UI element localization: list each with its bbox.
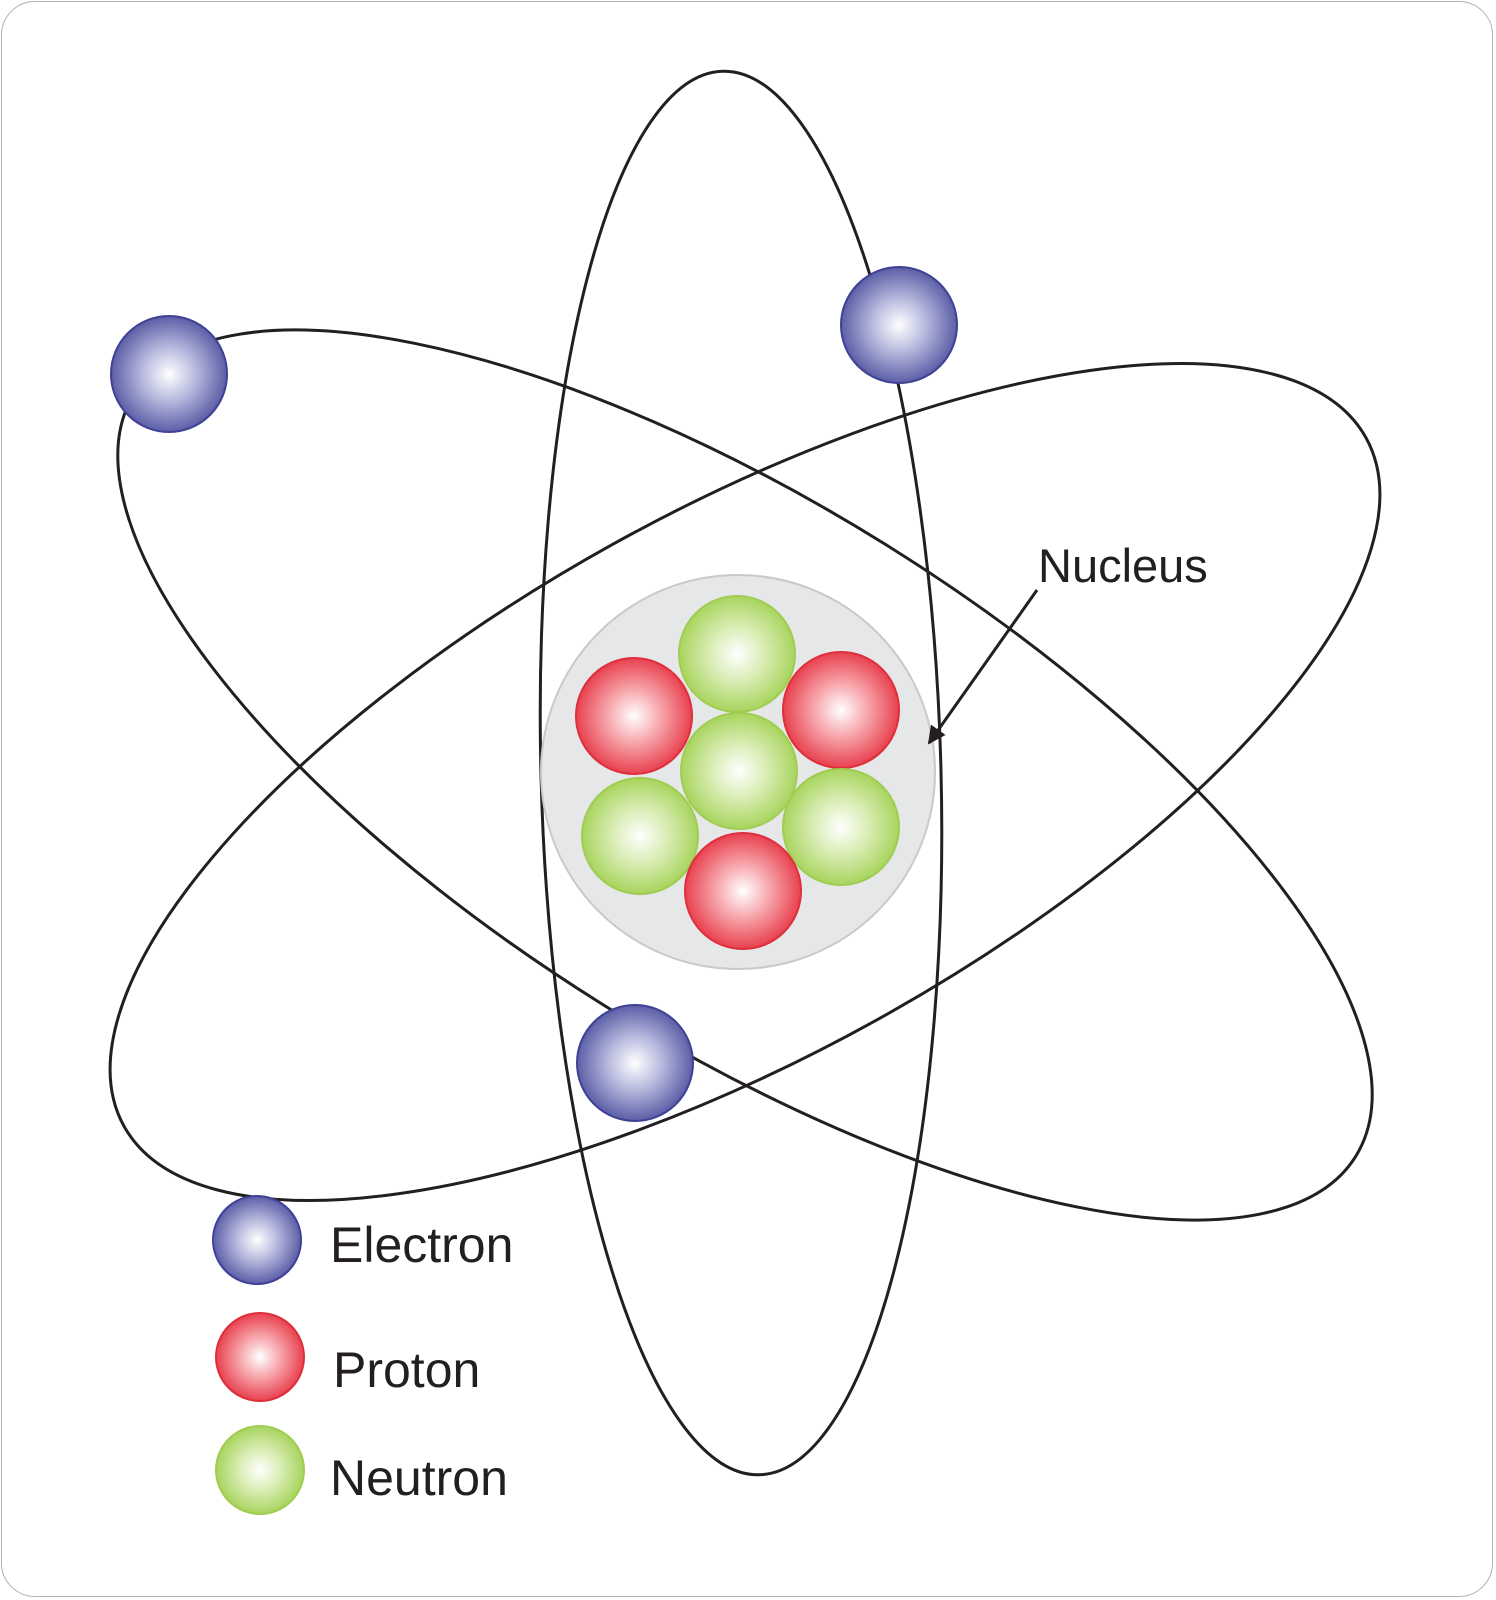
legend-proton-label: Proton: [333, 1342, 480, 1398]
electron: [840, 266, 958, 384]
proton: [684, 832, 802, 950]
nucleus-annotation: Nucleus: [927, 539, 1208, 745]
legend-neutron-swatch: [215, 1425, 305, 1515]
nucleus-pointer-arrow: [927, 589, 1039, 745]
neutron: [678, 595, 796, 713]
electrons: [110, 266, 958, 1122]
neutron: [680, 712, 798, 830]
electron: [110, 315, 228, 433]
neutron: [782, 768, 900, 886]
nucleus: [540, 574, 936, 970]
proton: [782, 651, 900, 769]
legend-electron-swatch: [212, 1195, 302, 1285]
neutron: [581, 777, 699, 895]
legend-electron-label: Electron: [330, 1217, 513, 1273]
legend-proton-swatch: [215, 1312, 305, 1402]
nucleus-label: Nucleus: [1038, 539, 1208, 592]
orbit-ascending: [108, 362, 1382, 1202]
legend-neutron-label: Neutron: [330, 1450, 508, 1506]
legend: Electron Proton Neutron: [212, 1195, 513, 1515]
proton: [575, 657, 693, 775]
electron: [576, 1004, 694, 1122]
